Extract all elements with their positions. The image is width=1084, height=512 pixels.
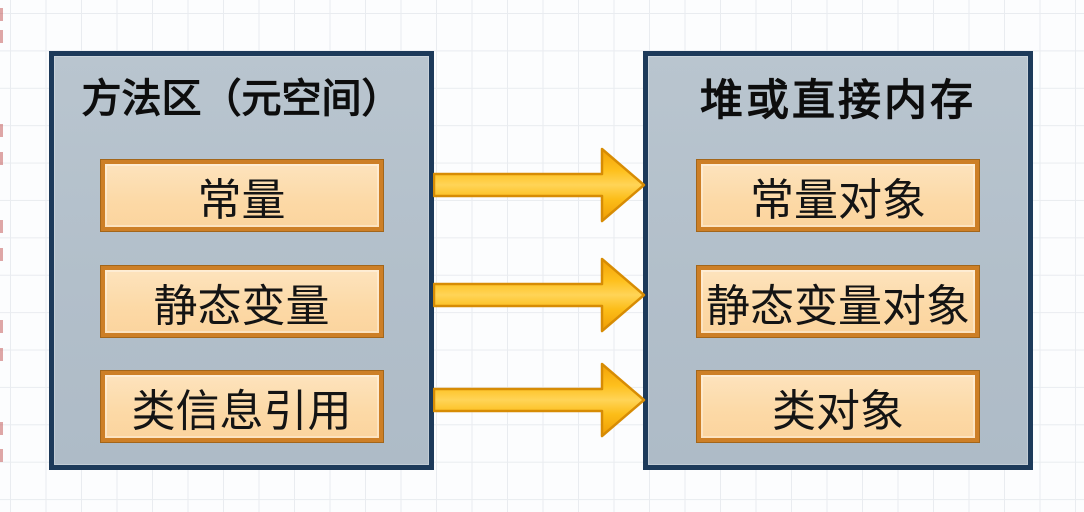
red-tick-mark — [0, 220, 3, 233]
method-area-item-constants-label: 常量 — [197, 175, 286, 225]
red-tick-mark — [0, 449, 3, 462]
red-tick-mark — [0, 30, 3, 43]
heap-item-static-var-objects: 静态变量对象 — [697, 266, 979, 337]
heap-box: 堆或直接内存 常量对象 静态变量对象 类对象 — [643, 51, 1033, 470]
heap-item-static-var-objects-label: 静态变量对象 — [706, 281, 970, 331]
red-tick-mark — [0, 422, 3, 435]
heap-item-constant-objects-label: 常量对象 — [750, 175, 926, 225]
red-tick-mark — [0, 348, 3, 361]
method-area-item-class-info-ref-label: 类信息引用 — [131, 386, 352, 436]
arrow-right-icon — [433, 362, 646, 438]
red-tick-mark — [0, 8, 3, 21]
arrow-right-icon — [433, 147, 646, 223]
red-tick-mark — [0, 124, 3, 137]
red-tick-mark — [0, 320, 3, 333]
method-area-title: 方法区（元空间） — [81, 77, 402, 121]
arrow-right-icon — [433, 257, 646, 333]
heap-item-class-objects-label: 类对象 — [772, 386, 904, 436]
method-area-item-static-vars-label: 静态变量 — [153, 281, 330, 331]
method-area-item-class-info-ref: 类信息引用 — [100, 371, 383, 442]
method-area-item-static-vars: 静态变量 — [100, 266, 383, 337]
heap-title: 堆或直接内存 — [700, 77, 976, 125]
heap-item-constant-objects: 常量对象 — [697, 160, 979, 231]
red-tick-mark — [0, 248, 3, 261]
heap-item-class-objects: 类对象 — [697, 371, 979, 442]
red-tick-mark — [0, 152, 3, 165]
method-area-item-constants: 常量 — [100, 160, 383, 231]
method-area-box: 方法区（元空间） 常量 静态变量 类信息引用 — [49, 51, 434, 470]
